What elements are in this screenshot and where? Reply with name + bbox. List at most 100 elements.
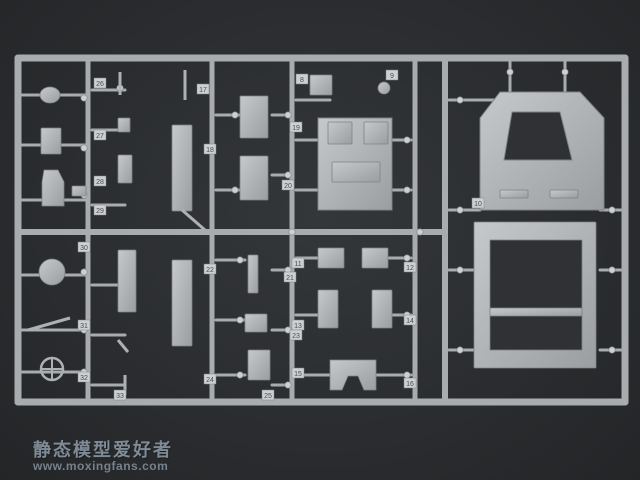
part-number-label: 13	[294, 323, 302, 330]
part-lever	[116, 339, 130, 353]
part-number-label: 29	[96, 208, 104, 215]
part-cylinder-tall	[247, 254, 259, 294]
part-number-label: 27	[96, 133, 104, 140]
sprue-gate	[231, 111, 239, 119]
part-round-hatch	[38, 258, 66, 286]
part-engine-detail	[331, 161, 381, 183]
part-number-tab	[281, 179, 295, 191]
part-number-tab	[93, 204, 107, 216]
part-block	[40, 127, 62, 155]
watermark-url: www.moxingfans.com	[33, 459, 169, 473]
sprue-gate	[236, 316, 244, 324]
part-number-tab	[403, 261, 417, 273]
sprue-gate	[231, 186, 239, 194]
part-number-tab	[77, 371, 91, 383]
part-lever	[27, 316, 71, 332]
part-number-label: 30	[80, 245, 88, 252]
part-small-block	[71, 185, 87, 197]
sprue-gate	[403, 186, 411, 194]
part-number-label: 20	[284, 183, 292, 190]
sprue-gate	[506, 68, 514, 76]
part-small-block	[244, 313, 268, 333]
part-number-tab	[77, 319, 91, 331]
part-number-tab	[93, 175, 107, 187]
sprue-gate	[80, 144, 88, 152]
part-cylinder	[39, 86, 61, 104]
part-bracket	[41, 169, 65, 207]
part-number-tab	[289, 329, 303, 341]
part-number-tab	[113, 389, 127, 401]
part-small-block	[361, 247, 389, 269]
part-number-tab	[203, 373, 217, 385]
sprue-gate	[403, 136, 411, 144]
part-engine-detail	[363, 121, 389, 145]
part-number-label: 17	[199, 87, 207, 94]
part-number-tab	[403, 314, 417, 326]
sprue-gate	[284, 171, 292, 179]
part-seat	[371, 289, 393, 329]
sprue-gate	[456, 346, 464, 354]
part-number-label: 22	[206, 267, 214, 274]
sprue-gate	[80, 268, 88, 276]
part-number-tab	[471, 197, 485, 209]
part-panel	[239, 155, 269, 201]
part-number-tab	[77, 241, 91, 253]
part-number-label: 24	[206, 377, 214, 384]
part-number-label: 26	[96, 81, 104, 88]
sprue-gate	[416, 228, 424, 236]
part-number-label: 18	[206, 147, 214, 154]
part-number-label: 12	[406, 265, 414, 272]
part-track-guard	[171, 124, 193, 212]
part-small-block	[317, 247, 345, 269]
part-small-block	[309, 74, 333, 96]
part-number-tab	[93, 77, 107, 89]
part-number-label: 9	[390, 73, 394, 80]
part-number-label: 15	[294, 371, 302, 378]
part-number-tab	[283, 271, 297, 283]
part-number-label: 33	[116, 393, 124, 400]
part-number-tab	[203, 263, 217, 275]
part-number-label: 11	[294, 261, 301, 268]
part-number-tab	[291, 367, 305, 379]
part-frame-opening	[489, 239, 583, 351]
part-number-tab	[291, 257, 305, 269]
part-number-label: 14	[406, 318, 414, 325]
part-number-label: 10	[474, 201, 482, 208]
sprue-gate	[288, 228, 296, 236]
part-number-label: 23	[292, 333, 300, 340]
part-slot	[549, 189, 579, 199]
part-number-label: 8	[300, 77, 304, 84]
part-number-label: 31	[80, 323, 88, 330]
sprue-gate	[236, 371, 244, 379]
part-small-block	[117, 117, 131, 133]
part-number-label: 21	[286, 275, 294, 282]
sprue-gate	[608, 206, 616, 214]
part-crossbar	[489, 307, 583, 317]
part-pin	[181, 208, 206, 232]
part-panel	[239, 95, 269, 139]
part-plate	[171, 259, 193, 347]
sprue-gate	[456, 206, 464, 214]
sprue-gate	[236, 256, 244, 264]
part-number-label: 19	[292, 125, 300, 132]
part-number-tab	[196, 83, 210, 95]
part-number-tab	[203, 143, 217, 155]
part-number-tab	[289, 121, 303, 133]
sprue-gate	[284, 381, 292, 389]
part-number-tab	[295, 73, 309, 85]
part-mount	[329, 359, 377, 391]
part-number-label: 25	[264, 393, 272, 400]
sprue-gate	[608, 266, 616, 274]
part-bracket	[117, 154, 133, 184]
part-knob	[377, 81, 391, 95]
part-number-tab	[385, 69, 399, 81]
part-number-label: 28	[96, 179, 104, 186]
sprue-gate	[456, 266, 464, 274]
sprue-gate	[456, 96, 464, 104]
sprue-gate	[284, 111, 292, 119]
part-slot	[499, 189, 529, 199]
watermark-site-name: 静态模型爱好者	[33, 440, 173, 461]
part-number-tab	[403, 377, 417, 389]
